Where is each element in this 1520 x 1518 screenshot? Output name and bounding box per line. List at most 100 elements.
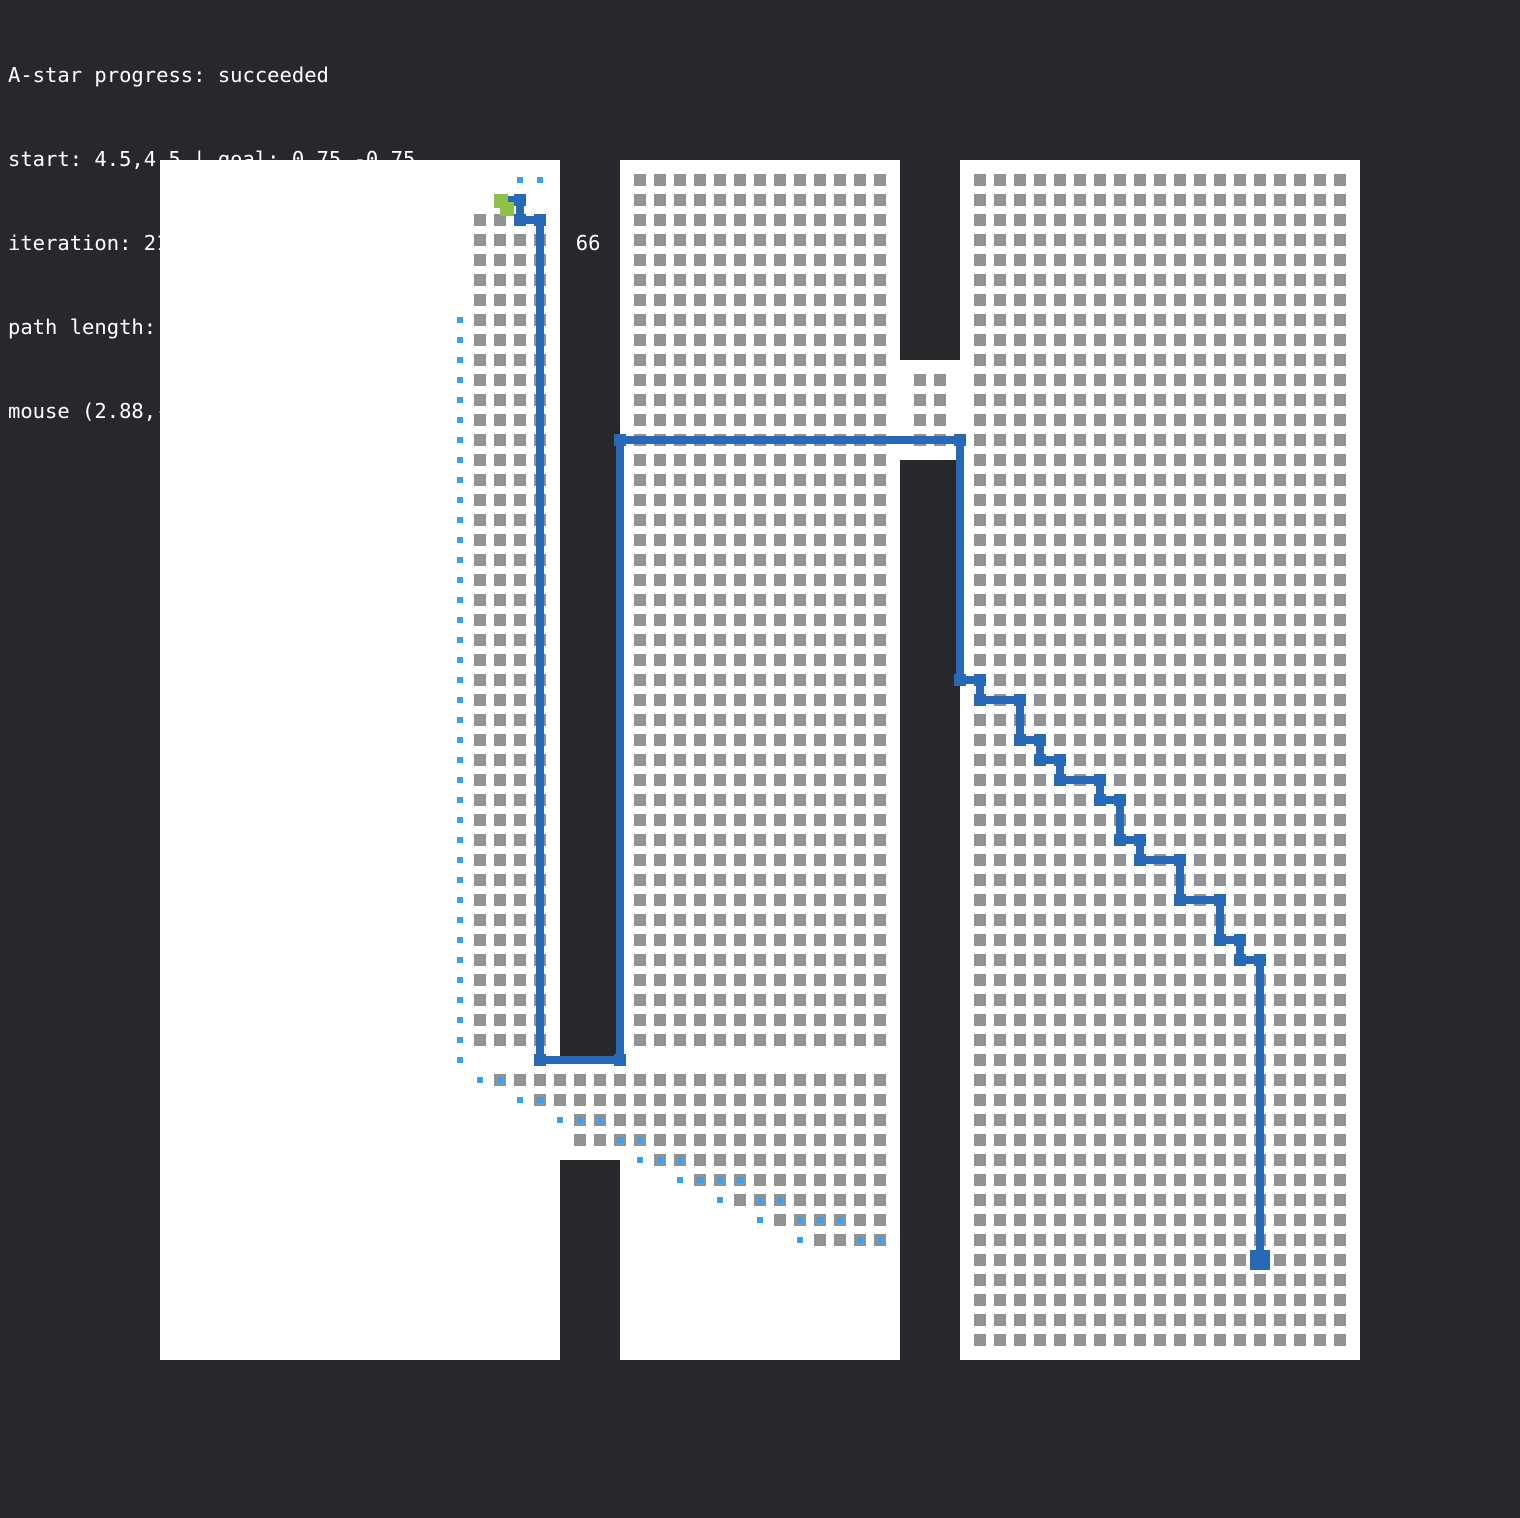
visited-cell — [714, 494, 726, 506]
visited-cell — [774, 774, 786, 786]
visited-cell — [814, 514, 826, 526]
frontier-cell — [817, 1217, 823, 1223]
visited-cell — [994, 914, 1006, 926]
visited-cell — [714, 874, 726, 886]
visited-cell — [714, 534, 726, 546]
visited-cell — [1134, 1214, 1146, 1226]
visited-cell — [474, 214, 486, 226]
visited-cell — [474, 314, 486, 326]
visited-cell — [834, 974, 846, 986]
visited-cell — [514, 614, 526, 626]
visited-cell — [814, 1174, 826, 1186]
visited-cell — [1314, 514, 1326, 526]
visited-cell — [1294, 434, 1306, 446]
visited-cell — [1194, 1054, 1206, 1066]
visited-cell — [1254, 754, 1266, 766]
visited-cell — [494, 1034, 506, 1046]
visited-cell — [754, 294, 766, 306]
visited-cell — [674, 514, 686, 526]
visited-cell — [474, 554, 486, 566]
visited-cell — [874, 674, 886, 686]
visited-cell — [814, 294, 826, 306]
visited-cell — [814, 254, 826, 266]
visited-cell — [1314, 674, 1326, 686]
visited-cell — [1274, 1234, 1286, 1246]
visited-cell — [834, 474, 846, 486]
visited-cell — [1214, 814, 1226, 826]
visited-cell — [974, 494, 986, 506]
frontier-cell — [457, 817, 463, 823]
visited-cell — [1014, 1134, 1026, 1146]
frontier-cell — [457, 1017, 463, 1023]
visited-cell — [654, 274, 666, 286]
visited-cell — [834, 1114, 846, 1126]
visited-cell — [674, 1074, 686, 1086]
visited-cell — [734, 254, 746, 266]
visited-cell — [1294, 954, 1306, 966]
visited-cell — [614, 1114, 626, 1126]
visited-cell — [1014, 194, 1026, 206]
visited-cell — [1334, 814, 1346, 826]
visited-cell — [834, 994, 846, 1006]
visited-cell — [654, 554, 666, 566]
visited-cell — [1314, 214, 1326, 226]
visited-cell — [514, 974, 526, 986]
visited-cell — [1314, 1334, 1326, 1346]
visited-cell — [1114, 474, 1126, 486]
visited-cell — [1074, 214, 1086, 226]
visited-cell — [714, 334, 726, 346]
visited-cell — [814, 334, 826, 346]
visited-cell — [874, 1194, 886, 1206]
visited-cell — [1034, 874, 1046, 886]
visited-cell — [774, 634, 786, 646]
visited-cell — [1294, 774, 1306, 786]
visited-cell — [1154, 314, 1166, 326]
visited-cell — [494, 954, 506, 966]
visited-cell — [994, 454, 1006, 466]
visited-cell — [514, 414, 526, 426]
visited-cell — [874, 694, 886, 706]
visited-cell — [1194, 494, 1206, 506]
visited-cell — [1254, 434, 1266, 446]
visited-cell — [1274, 774, 1286, 786]
visited-cell — [1154, 934, 1166, 946]
visited-cell — [494, 214, 506, 226]
visited-cell — [874, 1134, 886, 1146]
visited-cell — [1114, 214, 1126, 226]
visited-cell — [974, 734, 986, 746]
visited-cell — [754, 634, 766, 646]
visited-cell — [1114, 1334, 1126, 1346]
visited-cell — [634, 994, 646, 1006]
visited-cell — [1094, 314, 1106, 326]
visited-cell — [1034, 814, 1046, 826]
visited-cell — [814, 954, 826, 966]
path-node — [534, 214, 546, 226]
visited-cell — [994, 1334, 1006, 1346]
visited-cell — [774, 674, 786, 686]
visited-cell — [1054, 554, 1066, 566]
visited-cell — [1134, 454, 1146, 466]
visited-cell — [1214, 834, 1226, 846]
frontier-cell — [757, 1197, 763, 1203]
visited-cell — [1294, 314, 1306, 326]
visited-cell — [854, 674, 866, 686]
frontier-cell — [457, 397, 463, 403]
visited-cell — [1134, 1234, 1146, 1246]
visited-cell — [1054, 874, 1066, 886]
visited-cell — [514, 1014, 526, 1026]
visited-cell — [474, 794, 486, 806]
visited-cell — [1334, 874, 1346, 886]
visited-cell — [1114, 1274, 1126, 1286]
visited-cell — [994, 174, 1006, 186]
visited-cell — [1074, 714, 1086, 726]
visited-cell — [674, 234, 686, 246]
visited-cell — [754, 214, 766, 226]
visited-cell — [1174, 334, 1186, 346]
visited-cell — [1214, 1274, 1226, 1286]
visited-cell — [1054, 614, 1066, 626]
visited-cell — [1234, 514, 1246, 526]
visited-cell — [1054, 374, 1066, 386]
visited-cell — [814, 894, 826, 906]
visited-cell — [1274, 254, 1286, 266]
